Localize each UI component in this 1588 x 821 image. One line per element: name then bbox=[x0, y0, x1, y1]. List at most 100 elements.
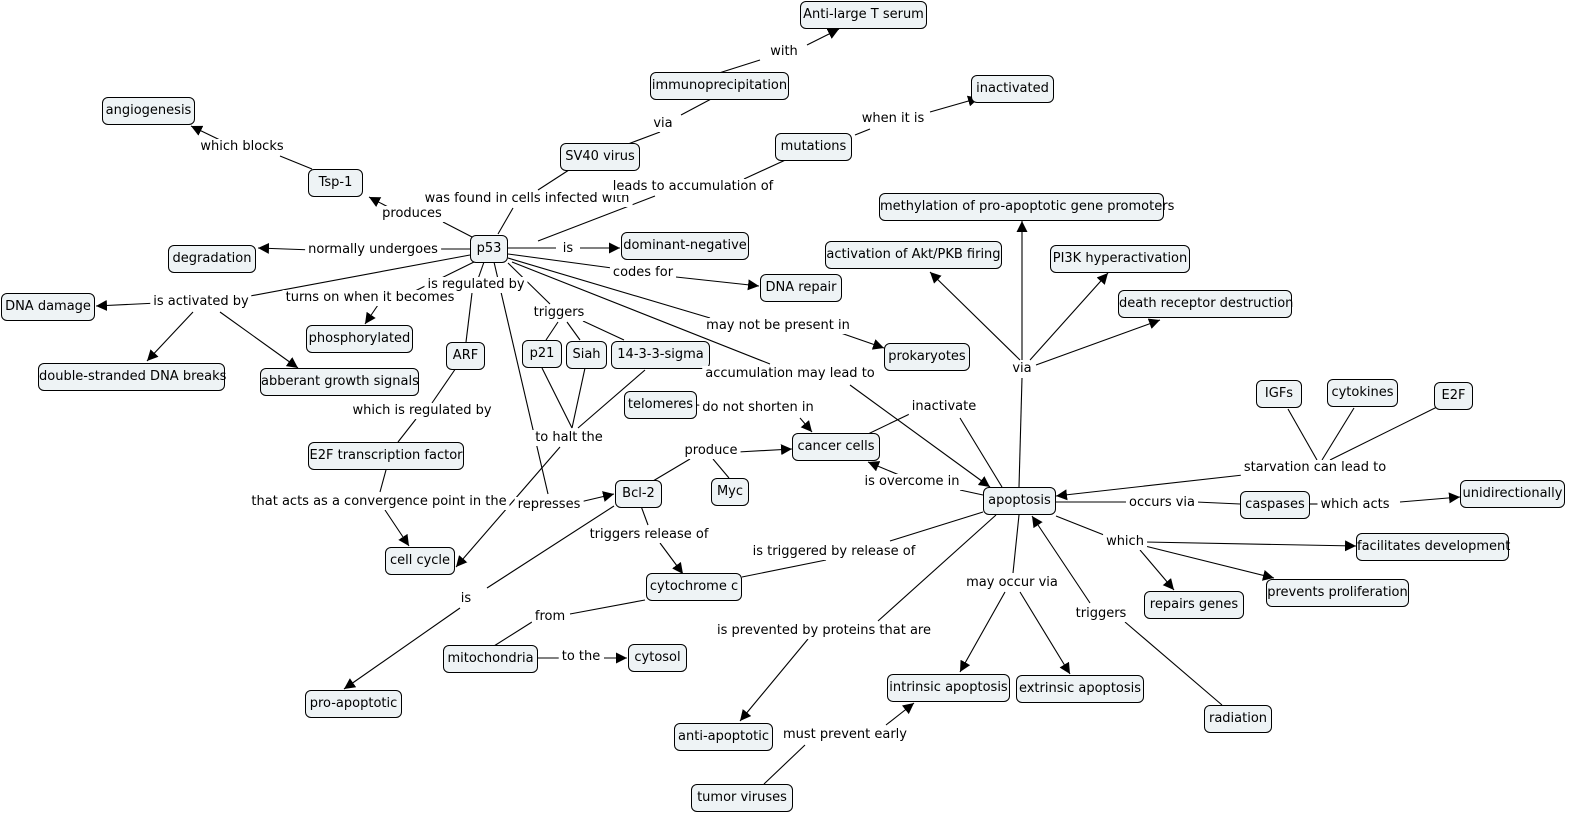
concept-mutations[interactable]: mutations bbox=[775, 133, 852, 161]
concept-intrinsic-apoptosis[interactable]: intrinsic apoptosis bbox=[887, 674, 1010, 702]
concept-arf[interactable]: ARF bbox=[446, 342, 485, 370]
link bbox=[249, 254, 471, 297]
concept-dna-damage[interactable]: DNA damage bbox=[1, 293, 95, 321]
concept-igfs[interactable]: IGFs bbox=[1256, 380, 1302, 408]
concept-cytokines[interactable]: cytokines bbox=[1327, 379, 1398, 407]
link bbox=[680, 97, 714, 116]
concept-pi3k-hyperactivation[interactable]: PI3K hyperactivation bbox=[1050, 245, 1190, 273]
concept-mitochondria[interactable]: mitochondria bbox=[443, 645, 538, 673]
concept-tsp-1[interactable]: Tsp-1 bbox=[308, 169, 363, 197]
link bbox=[885, 702, 915, 726]
link-phrase-triggers-radiation: triggers bbox=[1072, 606, 1130, 622]
link-phrase-is-bcl2: is bbox=[457, 591, 475, 607]
link bbox=[146, 311, 194, 362]
concept-tumor-viruses[interactable]: tumor viruses bbox=[691, 784, 793, 812]
link-phrase-triggers-p53: triggers bbox=[530, 305, 588, 321]
concept-siah[interactable]: Siah bbox=[566, 341, 607, 369]
concept-p21[interactable]: p21 bbox=[522, 340, 562, 368]
concept-immunoprecipitation[interactable]: immunoprecipitation bbox=[650, 72, 789, 100]
link bbox=[477, 261, 485, 280]
link bbox=[566, 321, 581, 341]
concept-facilitates-development[interactable]: facilitates development bbox=[1356, 533, 1510, 561]
concept-dominant-negative[interactable]: dominant-negative bbox=[621, 232, 749, 260]
link-phrase-starvation-can-lead: starvation can lead to bbox=[1240, 460, 1390, 476]
link-phrase-prevented-by-proteins: is prevented by proteins that are bbox=[714, 623, 934, 639]
link bbox=[1012, 514, 1020, 574]
link-phrase-occurs-via: occurs via bbox=[1125, 495, 1199, 511]
concept-anti-large-t-serum[interactable]: Anti-large T serum bbox=[800, 1, 927, 29]
concept-radiation[interactable]: radiation bbox=[1204, 705, 1272, 733]
link bbox=[507, 262, 551, 305]
link bbox=[929, 271, 1021, 361]
link bbox=[877, 514, 997, 622]
concept-caspases[interactable]: caspases bbox=[1240, 491, 1310, 519]
link bbox=[763, 744, 806, 785]
concept-anti-apoptotic[interactable]: anti-apoptotic bbox=[674, 723, 773, 751]
concept-telomeres[interactable]: telomeres bbox=[624, 391, 697, 419]
link bbox=[640, 505, 649, 526]
link bbox=[959, 591, 1006, 673]
concept-double-stranded-dna-breaks[interactable]: double-stranded DNA breaks bbox=[38, 363, 226, 391]
concept-myc[interactable]: Myc bbox=[711, 478, 749, 506]
link bbox=[1031, 515, 1091, 604]
link bbox=[397, 418, 417, 443]
concept-bcl-2[interactable]: Bcl-2 bbox=[615, 480, 662, 508]
concept-cytosol[interactable]: cytosol bbox=[628, 644, 687, 672]
link bbox=[486, 505, 615, 589]
concept-prokaryotes[interactable]: prokaryotes bbox=[884, 343, 970, 371]
link bbox=[1124, 621, 1223, 706]
link bbox=[569, 599, 646, 615]
link bbox=[190, 125, 221, 141]
link bbox=[582, 320, 625, 341]
link bbox=[537, 195, 656, 242]
concept-abberant-growth-signals[interactable]: abberant growth signals bbox=[260, 368, 419, 396]
concept-methylation[interactable]: methylation of pro-apoptotic gene promot… bbox=[879, 193, 1174, 221]
link bbox=[507, 253, 613, 269]
concept-e2f-transcription-factor[interactable]: E2F transcription factor bbox=[308, 442, 464, 470]
concept-extrinsic-apoptosis[interactable]: extrinsic apoptosis bbox=[1016, 675, 1144, 703]
concept-phosphorylated[interactable]: phosphorylated bbox=[306, 325, 413, 353]
link-phrase-triggered-by-release: is triggered by release of bbox=[749, 544, 919, 560]
link-phrase-inactivate: inactivate bbox=[908, 399, 980, 415]
link bbox=[1321, 407, 1355, 461]
link bbox=[1195, 501, 1241, 505]
link bbox=[741, 559, 827, 578]
concept-sv40-virus[interactable]: SV40 virus bbox=[560, 143, 640, 171]
link-phrase-is-activated-by: is activated by bbox=[150, 294, 252, 310]
concept-cancer-cells[interactable]: cancer cells bbox=[792, 433, 880, 461]
link-phrase-convergence-point: that acts as a convergence point in the bbox=[248, 494, 510, 510]
link-phrase-is-regulated-by: is regulated by bbox=[424, 277, 528, 293]
link bbox=[95, 299, 159, 311]
concept-pro-apoptotic[interactable]: pro-apoptotic bbox=[305, 690, 402, 718]
concept-death-receptor-destruction[interactable]: death receptor destruction bbox=[1118, 290, 1293, 318]
concept-akt-activation[interactable]: activation of Akt/PKB firing bbox=[825, 241, 1002, 269]
concept-cytochrome-c[interactable]: cytochrome c bbox=[646, 573, 742, 601]
link-phrase-turns-on-when: turns on when it becomes bbox=[282, 290, 458, 306]
link bbox=[652, 458, 691, 482]
link-phrase-to-the: to the bbox=[558, 649, 604, 665]
concept-14-3-3-sigma[interactable]: 14-3-3-sigma bbox=[611, 341, 710, 369]
link bbox=[739, 638, 809, 722]
link-phrase-with: with bbox=[767, 44, 801, 60]
link bbox=[493, 261, 549, 495]
link bbox=[929, 95, 980, 113]
concept-prevents-proliferation[interactable]: prevents proliferation bbox=[1266, 579, 1409, 607]
concept-cell-cycle[interactable]: cell cycle bbox=[385, 547, 455, 575]
concept-p53[interactable]: p53 bbox=[470, 235, 508, 263]
concept-inactivated[interactable]: inactivated bbox=[971, 75, 1054, 103]
concept-degradation[interactable]: degradation bbox=[168, 245, 256, 273]
link-phrase-must-prevent-early: must prevent early bbox=[780, 727, 910, 743]
concept-dna-repair[interactable]: DNA repair bbox=[760, 274, 842, 302]
link bbox=[412, 260, 477, 293]
link-phrase-when-it-is: when it is bbox=[858, 111, 928, 127]
concept-unidirectionally[interactable]: unidirectionally bbox=[1460, 480, 1565, 508]
link-phrase-via-immunoprecipitation: via bbox=[650, 116, 676, 132]
concept-e2f[interactable]: E2F bbox=[1434, 382, 1473, 410]
concept-apoptosis[interactable]: apoptosis bbox=[983, 487, 1056, 515]
link bbox=[1055, 515, 1105, 536]
concept-angiogenesis[interactable]: angiogenesis bbox=[102, 97, 195, 125]
link-phrase-codes-for: codes for bbox=[609, 265, 677, 281]
link bbox=[889, 511, 984, 542]
link-phrase-represses: represses bbox=[514, 497, 584, 513]
concept-repairs-genes[interactable]: repairs genes bbox=[1144, 591, 1244, 619]
